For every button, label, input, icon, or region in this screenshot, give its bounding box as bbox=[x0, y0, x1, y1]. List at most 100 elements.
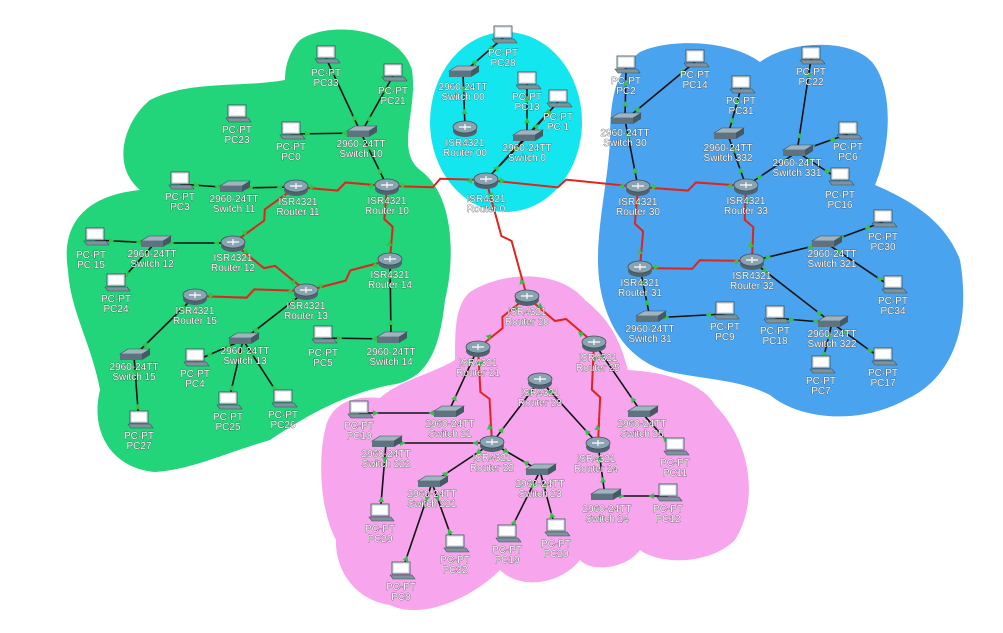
ethernet-link[interactable] bbox=[727, 87, 742, 136]
serial-link[interactable] bbox=[485, 179, 528, 298]
serial-link[interactable] bbox=[743, 185, 755, 262]
ethernet-link[interactable] bbox=[462, 72, 466, 129]
ethernet-link[interactable] bbox=[242, 290, 307, 341]
ethernet-link[interactable] bbox=[360, 132, 388, 187]
ethernet-link[interactable] bbox=[360, 75, 394, 134]
ethernet-link[interactable] bbox=[491, 379, 541, 444]
ethernet-link[interactable] bbox=[389, 259, 392, 340]
ethernet-link[interactable] bbox=[727, 134, 747, 187]
serial-link[interactable] bbox=[590, 342, 602, 445]
serial-link[interactable] bbox=[386, 177, 487, 189]
ethernet-link[interactable] bbox=[624, 119, 639, 188]
serial-link[interactable] bbox=[232, 242, 307, 292]
serial-link[interactable] bbox=[477, 347, 493, 444]
serial-link[interactable] bbox=[295, 181, 388, 192]
ethernet-link[interactable] bbox=[624, 67, 627, 121]
ethernet-link[interactable] bbox=[447, 347, 479, 414]
ethernet-link[interactable] bbox=[325, 57, 362, 134]
ethernet-link[interactable] bbox=[825, 242, 894, 289]
serial-link[interactable] bbox=[232, 186, 297, 244]
ethernet-link[interactable] bbox=[485, 136, 528, 181]
serial-link[interactable] bbox=[194, 288, 307, 299]
serial-link[interactable] bbox=[305, 259, 391, 292]
serial-link[interactable] bbox=[639, 259, 753, 270]
serial-link[interactable] bbox=[383, 185, 394, 261]
serial-link[interactable] bbox=[633, 186, 645, 269]
serial-link[interactable] bbox=[485, 178, 639, 189]
